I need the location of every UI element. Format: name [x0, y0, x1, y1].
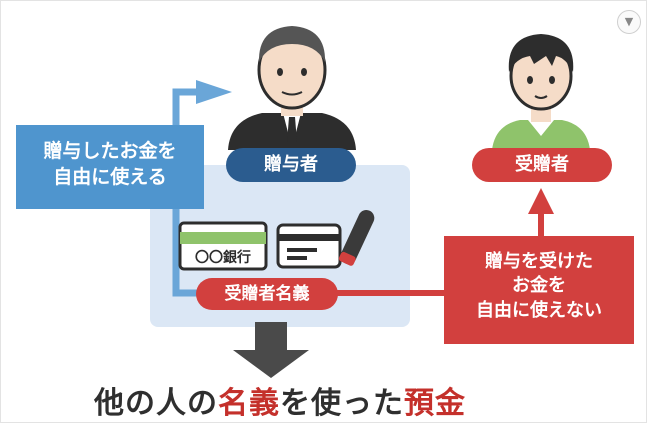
blue-arrow-head — [196, 80, 232, 104]
caption-part: を使った — [280, 386, 404, 421]
donor-note-line: 自由に使える — [53, 165, 167, 188]
bankbook-icon — [178, 221, 268, 271]
dropdown-toggle[interactable]: ▼ — [617, 10, 641, 34]
donor-label: 贈与者 — [226, 148, 356, 182]
donor-note-box: 贈与したお金を 自由に使える — [16, 125, 204, 209]
caption-emphasis: 預金 — [404, 386, 466, 421]
bankbook-label: 〇〇銀行 — [195, 250, 251, 266]
recipient-note-line: お金を — [512, 275, 566, 297]
caption-emphasis: 名義 — [218, 386, 280, 421]
donor-note-line: 贈与したお金を — [43, 140, 177, 162]
diagram-caption: 他の人の名義を使った預金 — [0, 378, 560, 422]
donor-figure — [228, 26, 356, 150]
down-arrow — [233, 322, 309, 378]
chevron-down-icon: ▼ — [624, 15, 634, 28]
recipient-note-line: 贈与を受けた — [485, 251, 593, 272]
recipient-note-line: 自由に使えない — [476, 299, 602, 321]
recipient-label: 受贈者 — [472, 148, 612, 182]
caption-part: 他の人の — [94, 386, 218, 421]
seal-icon — [338, 210, 375, 266]
account-holder-label: 受贈者名義 — [196, 278, 338, 310]
recipient-figure — [492, 34, 590, 150]
card-icon — [276, 223, 342, 269]
red-arrow-head — [528, 188, 554, 214]
recipient-note-box: 贈与を受けた お金を 自由に使えない — [444, 236, 634, 344]
